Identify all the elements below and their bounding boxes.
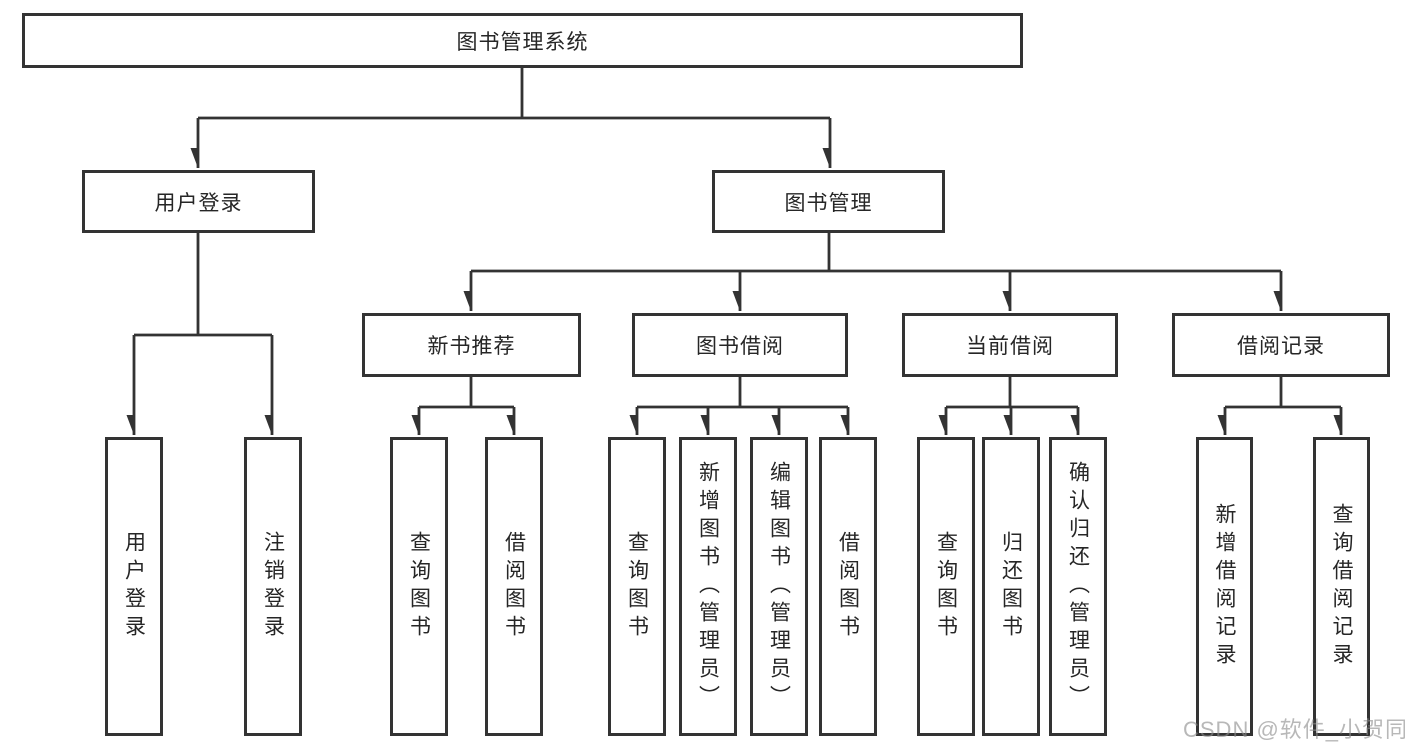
node-user-login: 用户登录 bbox=[82, 170, 315, 233]
node-v-query-book-3: 查询图书 bbox=[917, 437, 975, 736]
node-v-edit-book: 编辑图书（管理员） bbox=[750, 437, 808, 736]
connector-book-mgmt-split bbox=[471, 233, 1281, 273]
node-v-edit-book-label: 编辑图书（管理员） bbox=[767, 460, 791, 713]
node-v-borrow-book-1-label: 借阅图书 bbox=[502, 530, 526, 643]
node-v-query-book-1: 查询图书 bbox=[390, 437, 448, 736]
node-root-label: 图书管理系统 bbox=[456, 30, 589, 54]
node-v-query-book-1-label: 查询图书 bbox=[407, 530, 431, 643]
node-book-mgmt: 图书管理 bbox=[712, 170, 945, 233]
node-v-add-book-label: 新增图书（管理员） bbox=[696, 460, 720, 713]
node-new-book-rec: 新书推荐 bbox=[362, 313, 581, 377]
node-v-borrow-book-2: 借阅图书 bbox=[819, 437, 877, 736]
node-v-add-book: 新增图书（管理员） bbox=[679, 437, 737, 736]
node-v-borrow-book-2-label: 借阅图书 bbox=[836, 530, 860, 643]
node-borrow-records-label: 借阅记录 bbox=[1237, 335, 1325, 358]
node-v-logout-label: 注销登录 bbox=[261, 530, 285, 643]
node-root: 图书管理系统 bbox=[22, 13, 1023, 68]
node-current-borrow-label: 当前借阅 bbox=[966, 335, 1054, 358]
node-new-book-rec-label: 新书推荐 bbox=[427, 335, 516, 358]
node-v-add-record-label: 新增借阅记录 bbox=[1213, 502, 1236, 671]
node-v-add-record: 新增借阅记录 bbox=[1196, 437, 1253, 736]
node-v-query-book-2: 查询图书 bbox=[608, 437, 666, 736]
node-v-borrow-book-1: 借阅图书 bbox=[485, 437, 543, 736]
node-book-borrow-label: 图书借阅 bbox=[696, 335, 784, 358]
node-v-query-record: 查询借阅记录 bbox=[1313, 437, 1370, 736]
csdn-watermark: CSDN @软件_小贺同学 bbox=[1183, 717, 1405, 742]
node-v-user-login-label: 用户登录 bbox=[122, 530, 146, 643]
node-v-return-book-label: 归还图书 bbox=[999, 530, 1023, 643]
node-v-query-book-3-label: 查询图书 bbox=[934, 530, 958, 643]
connector-root-split bbox=[198, 68, 830, 120]
connector-book-borrow-split bbox=[637, 377, 848, 409]
node-v-query-book-2-label: 查询图书 bbox=[625, 530, 649, 643]
node-borrow-records: 借阅记录 bbox=[1172, 313, 1390, 377]
node-v-confirm-return: 确认归还（管理员） bbox=[1049, 437, 1107, 736]
node-v-query-record-label: 查询借阅记录 bbox=[1330, 502, 1353, 671]
connector-current-borrow-split bbox=[946, 377, 1078, 409]
node-v-user-login: 用户登录 bbox=[105, 437, 163, 736]
node-v-confirm-return-label: 确认归还（管理员） bbox=[1066, 460, 1090, 713]
node-current-borrow: 当前借阅 bbox=[902, 313, 1118, 377]
node-user-login-label: 用户登录 bbox=[154, 191, 243, 215]
connector-new-book-rec-split bbox=[419, 377, 514, 409]
connector-borrow-records-split bbox=[1225, 377, 1341, 409]
node-v-return-book: 归还图书 bbox=[982, 437, 1040, 736]
connector-user-login-split bbox=[134, 233, 272, 337]
node-v-logout: 注销登录 bbox=[244, 437, 302, 736]
node-book-mgmt-label: 图书管理 bbox=[784, 191, 873, 215]
node-book-borrow: 图书借阅 bbox=[632, 313, 848, 377]
